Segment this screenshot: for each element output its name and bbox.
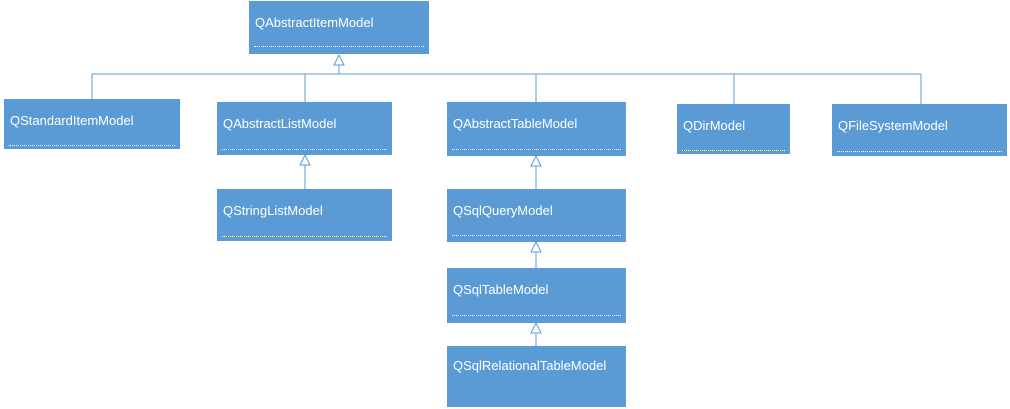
class-name: QStandardItemModel [10, 113, 134, 128]
class-name: QAbstractTableModel [453, 116, 578, 131]
inheritance-arrow-qsqlquerymodel [530, 240, 542, 253]
class-separator [254, 46, 424, 47]
class-separator [452, 235, 621, 236]
class-box-qabstractlistmodel[interactable]: QAbstractListModel [217, 102, 392, 155]
class-box-qstandarditemmodel[interactable]: QStandardItemModel [4, 99, 180, 149]
class-separator [452, 149, 621, 150]
class-separator [222, 236, 387, 237]
inheritance-arrow-qabstractlistmodel [299, 153, 311, 166]
class-name: QDirModel [683, 118, 746, 133]
class-box-qstringlistmodel[interactable]: QStringListModel [217, 189, 392, 241]
class-name: QSqlRelationalTableModel [453, 358, 607, 373]
class-name: QFileSystemModel [838, 118, 948, 133]
class-name: QSqlQueryModel [453, 203, 553, 218]
inheritance-arrow-root [333, 53, 345, 66]
class-separator [9, 145, 175, 146]
class-box-qsqltablemodel[interactable]: QSqlTableModel [447, 268, 626, 323]
class-box-qabstractitemmodel[interactable]: QAbstractItemModel [249, 1, 429, 54]
class-name: QSqlTableModel [453, 282, 549, 297]
class-name: QAbstractItemModel [255, 15, 374, 30]
class-separator [837, 151, 1002, 152]
inheritance-arrow-qsqltablemodel [530, 321, 542, 334]
class-box-qsqlrelationaltablemodel[interactable]: QSqlRelationalTableModel [447, 346, 626, 407]
class-box-qsqlquerymodel[interactable]: QSqlQueryModel [447, 189, 626, 242]
class-separator [682, 150, 785, 151]
class-separator [452, 315, 621, 316]
class-name: QAbstractListModel [223, 116, 337, 131]
class-box-qdirmodel[interactable]: QDirModel [677, 104, 790, 154]
class-separator [222, 149, 387, 150]
class-box-qfilesystemmodel[interactable]: QFileSystemModel [832, 104, 1007, 156]
class-box-qabstracttablemodel[interactable]: QAbstractTableModel [447, 102, 626, 156]
class-name: QStringListModel [223, 203, 323, 218]
inheritance-arrow-qabstracttablemodel [530, 154, 542, 167]
